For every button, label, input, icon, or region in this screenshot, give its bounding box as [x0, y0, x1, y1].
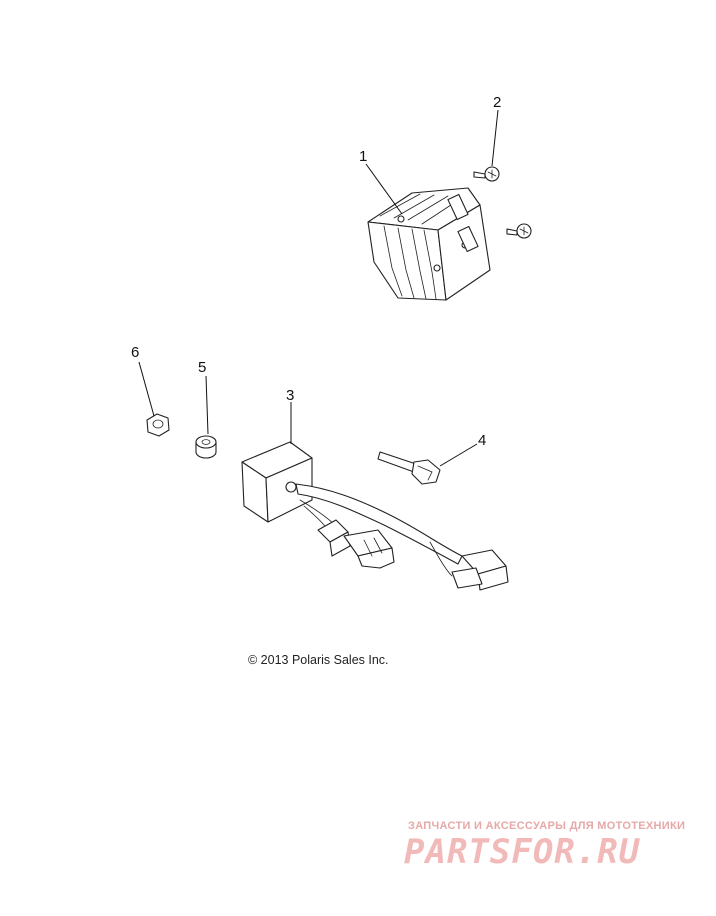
callout-5: 5 — [198, 359, 206, 376]
part-4-bolt — [377, 451, 441, 485]
watermark-subtitle: ЗАПЧАСТИ И АКСЕССУАРЫ ДЛЯ МОТОТЕХНИКИ — [408, 820, 686, 832]
part-1-regulator — [367, 187, 491, 301]
part-6-nut — [146, 413, 170, 437]
leader-lines — [138, 109, 499, 467]
copyright-text: © 2013 Polaris Sales Inc. — [248, 653, 389, 667]
callout-6: 6 — [131, 344, 139, 361]
part-2-screw-upper — [473, 166, 500, 182]
callout-3: 3 — [286, 387, 294, 404]
part-2-screw-lower — [506, 223, 532, 239]
callout-4: 4 — [478, 432, 486, 449]
callout-1: 1 — [359, 148, 367, 165]
watermark-logo: PARTSFOR.RU — [404, 832, 641, 872]
part-5-bushing — [195, 435, 217, 459]
part-3-module-harness — [241, 441, 509, 591]
callout-2: 2 — [493, 94, 501, 111]
